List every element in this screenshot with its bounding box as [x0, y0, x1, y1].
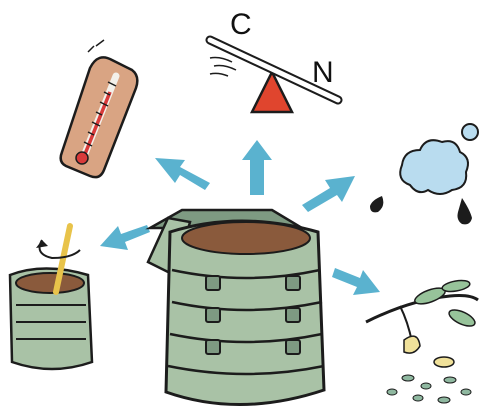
leaves-icon — [365, 279, 479, 404]
carbon-label: C — [230, 8, 252, 41]
moisture-cloud-icon — [370, 123, 479, 225]
water-drop-left — [370, 196, 384, 213]
fulcrum — [249, 69, 295, 114]
turning-stick — [53, 223, 73, 295]
arrow-right — [332, 268, 380, 295]
compost-bin-icon — [145, 208, 326, 406]
arrow-up — [242, 140, 272, 195]
arrow-left — [100, 225, 150, 250]
thermometer-icon — [59, 39, 139, 179]
nitrogen-label: N — [312, 56, 334, 89]
arrows — [100, 140, 380, 295]
turning-bin-icon — [8, 223, 94, 371]
arrow-up-right — [302, 176, 355, 212]
water-drop-right — [457, 198, 472, 225]
carbon-nitrogen-balance-icon: C N — [205, 8, 343, 114]
arrow-up-left — [155, 158, 210, 190]
